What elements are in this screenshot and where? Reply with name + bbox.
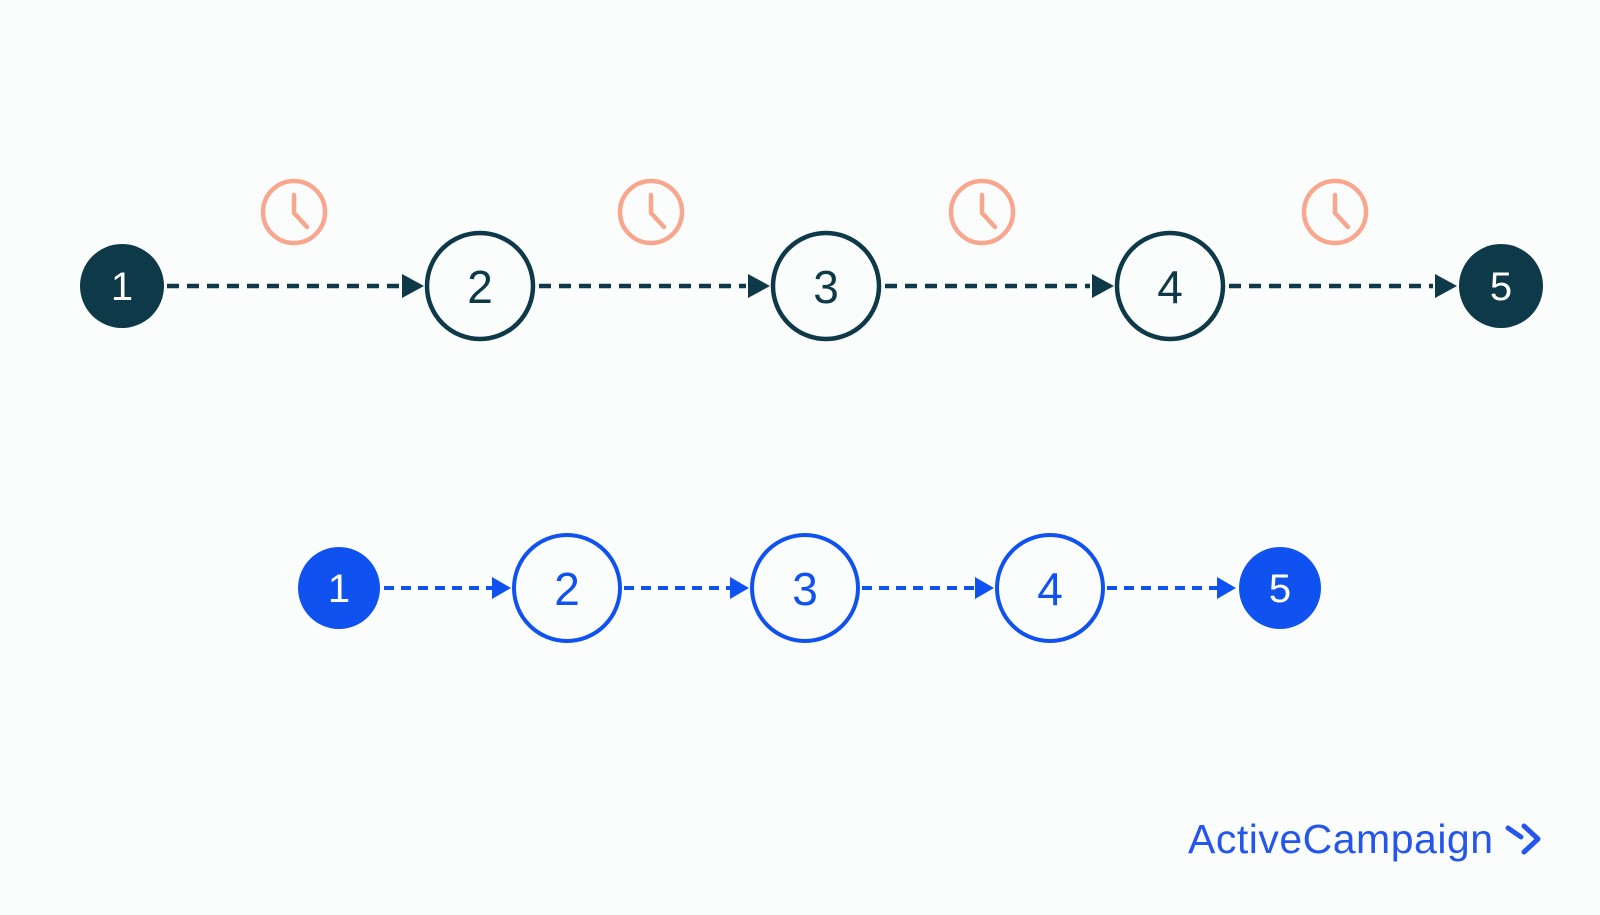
step-number: 1 [111, 265, 133, 309]
step-circle [1459, 244, 1543, 328]
step-circle [1239, 547, 1321, 629]
step-circle [512, 533, 622, 643]
bottom-workflow: 1 2 3 4 5 [298, 533, 1321, 643]
double-chevron-right-icon [1505, 823, 1541, 855]
top-node-3: 3 [770, 230, 882, 342]
bottom-node-3: 3 [750, 533, 860, 643]
bottom-node-5: 5 [1239, 547, 1321, 629]
step-circle [80, 244, 164, 328]
step-number: 2 [467, 261, 493, 313]
bottom-node-4: 4 [995, 533, 1105, 643]
connector-top-2 [539, 274, 770, 298]
arrowhead-icon [492, 577, 511, 599]
top-node-5: 5 [1459, 244, 1543, 328]
step-circle [995, 533, 1105, 643]
connector-top-1 [167, 274, 424, 298]
step-number: 3 [813, 261, 839, 313]
clock-icon [617, 178, 685, 246]
arrowhead-icon [402, 274, 424, 298]
step-number: 1 [328, 567, 350, 611]
activecampaign-logo: ActiveCampaign [1188, 808, 1544, 870]
top-node-4: 4 [1114, 230, 1226, 342]
arrowhead-icon [1092, 274, 1114, 298]
connector-bottom-4 [1107, 577, 1236, 599]
arrowhead-icon [1217, 577, 1236, 599]
arrowhead-icon [1435, 274, 1457, 298]
logo-wordmark: ActiveCampaign [1188, 815, 1494, 862]
step-number: 5 [1269, 567, 1291, 611]
step-number: 3 [792, 563, 818, 615]
step-number: 5 [1490, 265, 1512, 309]
top-workflow: 1 2 3 4 5 [80, 178, 1543, 342]
connector-top-3 [885, 274, 1114, 298]
bottom-node-2: 2 [512, 533, 622, 643]
clock-icon [1301, 178, 1369, 246]
bottom-node-1: 1 [298, 547, 380, 629]
step-circle [424, 230, 536, 342]
step-circle [750, 533, 860, 643]
connector-top-4 [1229, 274, 1457, 298]
step-circle [1114, 230, 1226, 342]
step-number: 2 [554, 563, 580, 615]
connector-bottom-2 [624, 577, 749, 599]
clock-icon [260, 178, 328, 246]
arrowhead-icon [975, 577, 994, 599]
step-number: 4 [1037, 563, 1063, 615]
arrowhead-icon [748, 274, 770, 298]
step-circle [770, 230, 882, 342]
top-node-2: 2 [424, 230, 536, 342]
connector-bottom-3 [862, 577, 994, 599]
connector-bottom-1 [384, 577, 511, 599]
step-circle [298, 547, 380, 629]
step-number: 4 [1157, 261, 1183, 313]
clock-icon [948, 178, 1016, 246]
arrowhead-icon [730, 577, 749, 599]
top-node-1: 1 [80, 244, 164, 328]
